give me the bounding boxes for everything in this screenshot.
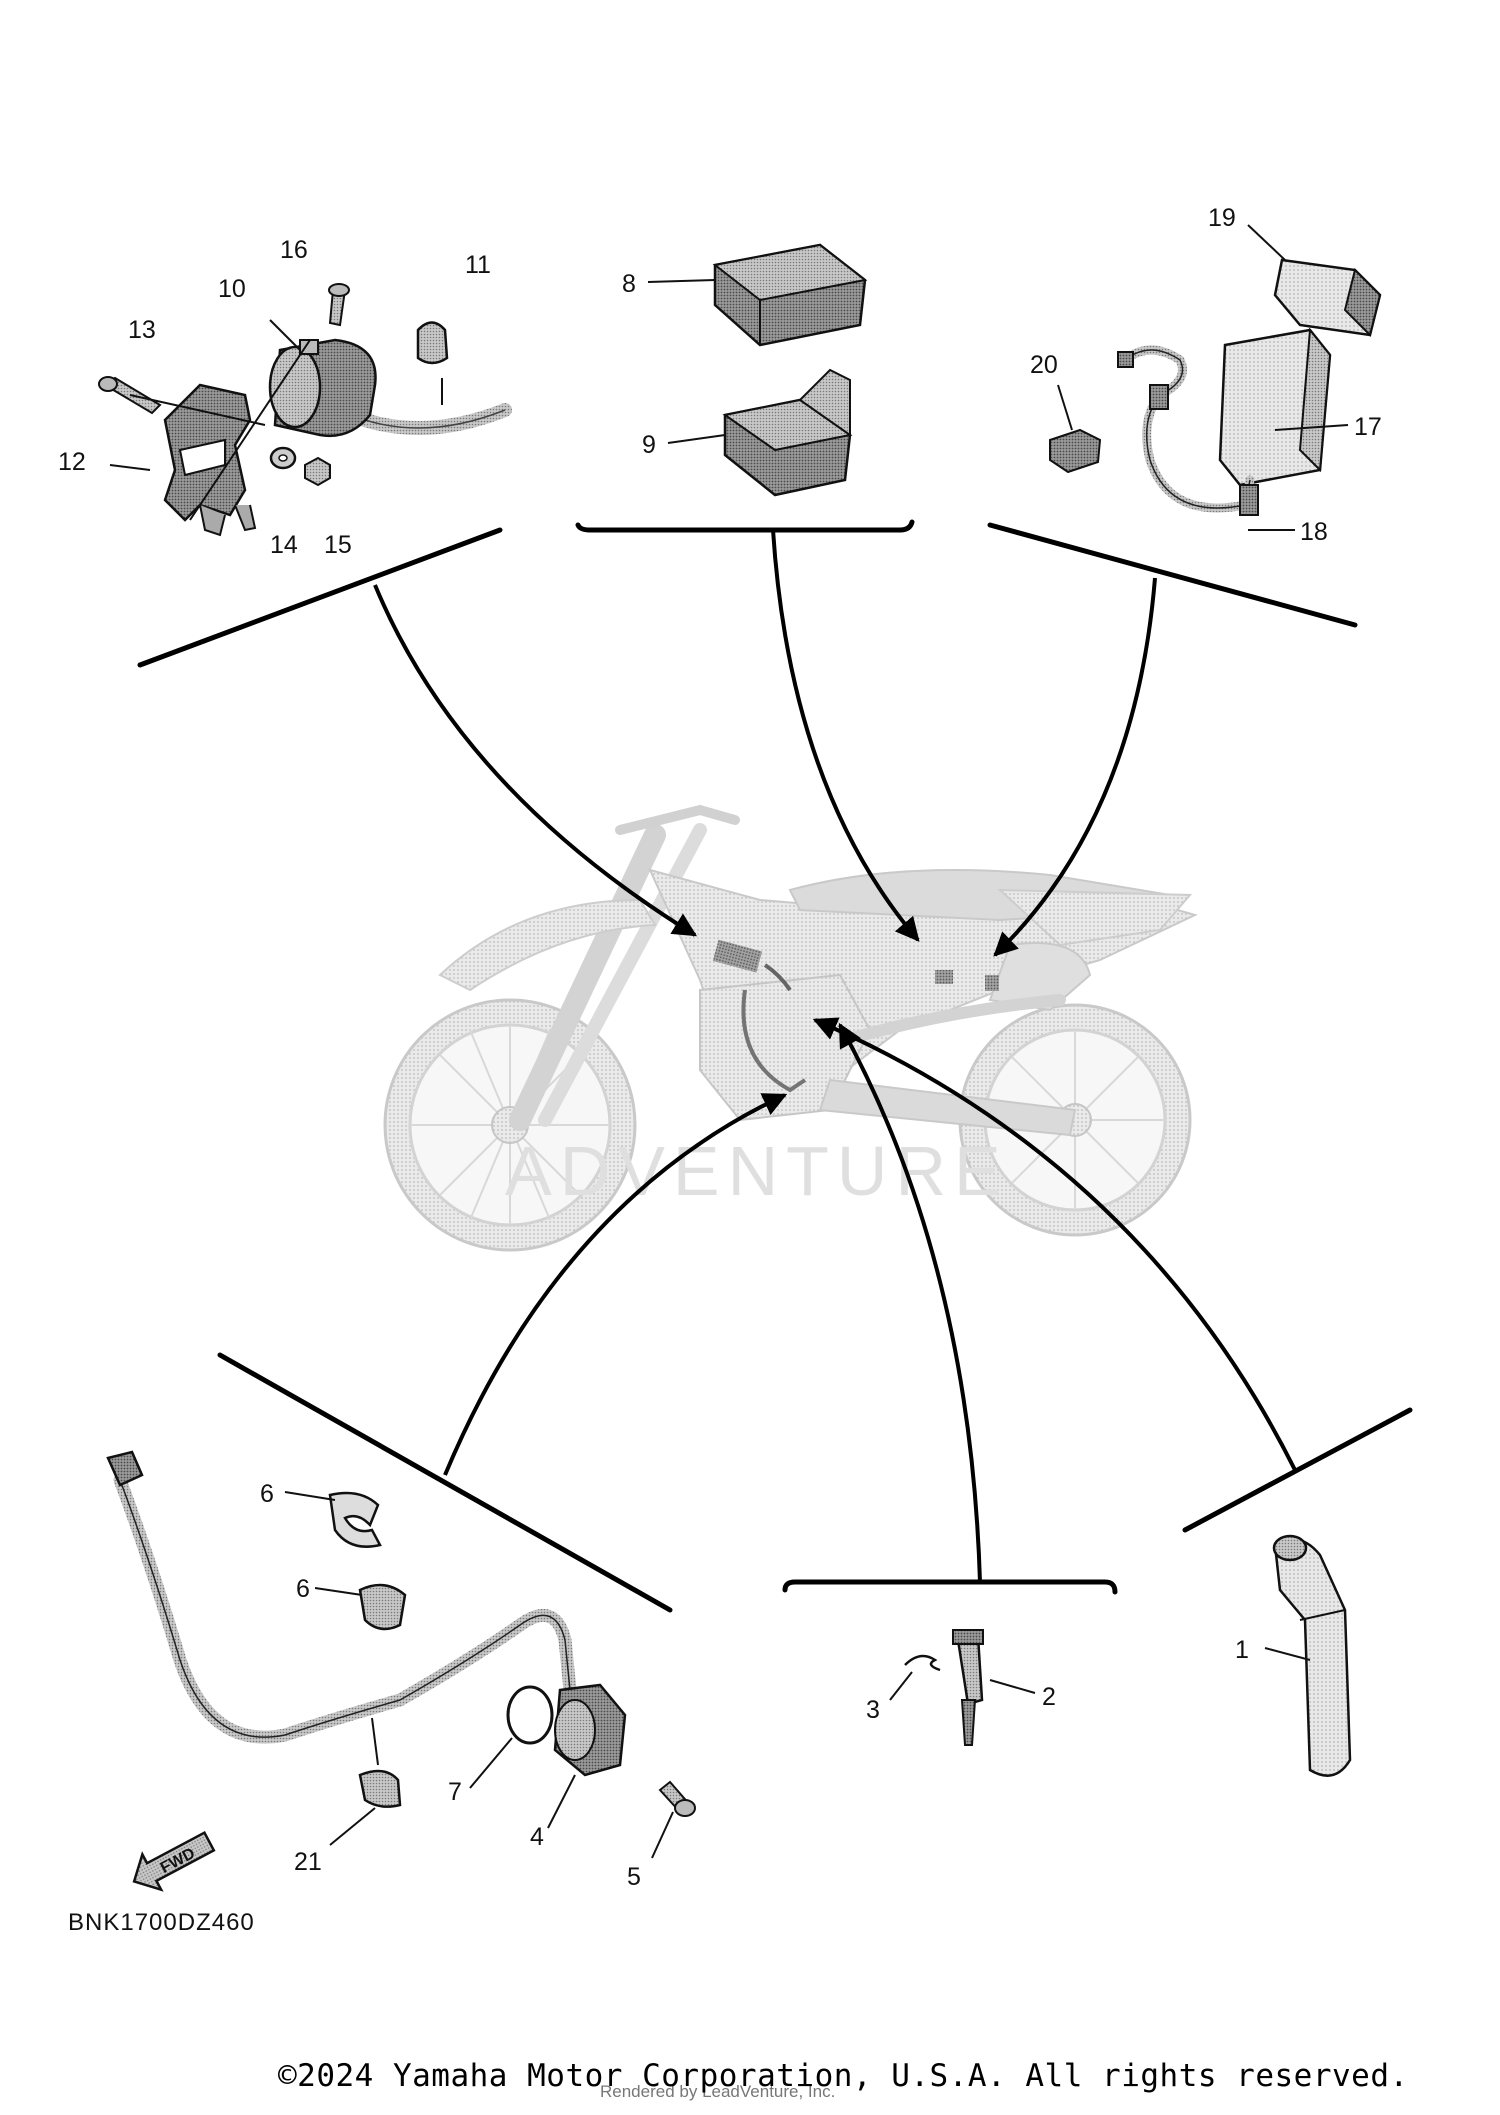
copyright-text: ©2024 Yamaha Motor Corporation, U.S.A. A… <box>278 2058 1409 2094</box>
callout-4: 4 <box>530 1823 544 1851</box>
temperature-sensor-group <box>889 1629 1036 1746</box>
group-brackets <box>137 519 1413 1613</box>
callout-12: 12 <box>58 448 86 476</box>
coil-assembly-group <box>98 283 512 537</box>
callout-14: 14 <box>270 531 298 559</box>
callout-21: 21 <box>294 1848 322 1876</box>
rendered-by-text: Rendered by LeadVenture, Inc. <box>600 2082 836 2101</box>
callout-7: 7 <box>448 1778 462 1806</box>
callout-9: 9 <box>642 431 656 459</box>
watermark-text: ADVENTURE <box>505 1132 1009 1210</box>
callout-11: 11 <box>465 251 491 279</box>
callout-1: 1 <box>1235 1636 1249 1664</box>
callout-3: 3 <box>866 1696 880 1724</box>
callout-8: 8 <box>622 270 636 298</box>
fwd-arrow-icon: FWD <box>132 1831 216 1892</box>
callout-17: 17 <box>1354 413 1382 441</box>
callout-2: 2 <box>1042 1683 1056 1711</box>
callout-20: 20 <box>1030 351 1058 379</box>
leader-arrows <box>373 529 1297 1583</box>
ecu-group <box>647 243 868 497</box>
callout-19: 19 <box>1208 204 1236 232</box>
callout-6-lower: 6 <box>296 1575 310 1603</box>
callout-18: 18 <box>1300 518 1328 546</box>
callout-numbers: 1 2 3 4 5 6 6 7 8 9 10 11 12 13 14 15 16… <box>58 204 1382 1891</box>
callout-5: 5 <box>627 1863 641 1891</box>
callout-16: 16 <box>280 236 308 264</box>
callout-10: 10 <box>218 275 246 303</box>
motorcycle-illustration: ADVENTURE <box>383 804 1198 1252</box>
sensor-harness-group: FWD <box>106 1450 696 1892</box>
reference-code: BNK1700DZ460 <box>68 1909 255 1936</box>
callout-15: 15 <box>324 531 352 559</box>
relay-group <box>1049 224 1382 531</box>
callout-6-upper: 6 <box>260 1480 274 1508</box>
callout-13: 13 <box>128 316 156 344</box>
throttle-sensor-group <box>1264 1534 1352 1777</box>
